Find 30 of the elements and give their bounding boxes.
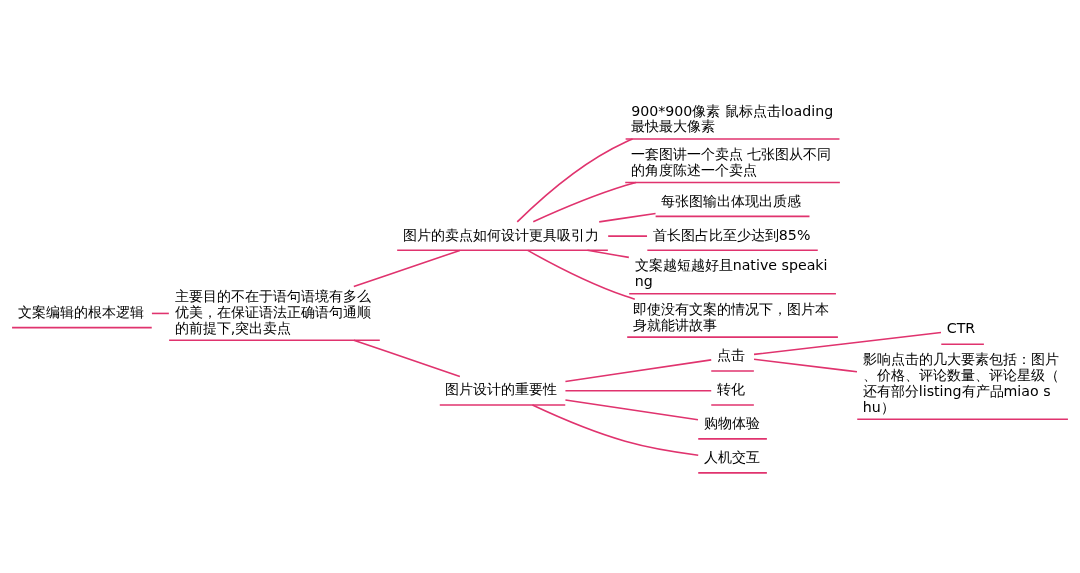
node-text: 一套图讲一个卖点 七张图从不同的角度陈述一个卖点 [630,145,832,178]
node-text: 影响点击的几大要素包括：图片、价格、评论数量、评论星级（还有部分listing有产品miao shu） [862,350,1059,415]
node-text: 文案越短越好且native speaking [634,256,828,289]
node-text: 点击 [716,346,745,363]
node-text: 人机交互 [703,448,760,465]
connector [516,137,634,223]
connector [564,398,699,420]
node-text: 首长图占比至少达到85% [652,226,811,243]
node-text: 图片的卖点如何设计更具吸引力 [402,226,599,243]
connector [532,181,637,223]
connector [607,234,648,237]
connector [353,338,461,377]
node-text: 文案编辑的根本逻辑 [17,303,144,320]
node-text: 购物体验 [703,414,760,431]
connector [564,389,712,392]
connector [586,249,630,258]
node-text: 转化 [716,380,745,397]
connector [531,403,699,456]
node-text: 每张图输出体现出质感 [661,192,802,209]
connector [564,358,712,382]
connector [753,331,942,355]
node-text: 即使没有文案的情况下，图片本身就能讲故事 [632,300,829,333]
node-text: 图片设计的重要性 [445,380,558,397]
node-text: CTR [946,319,976,336]
connector [598,212,657,223]
node-text: 900*900像素 鼠标点击loading最快最大像素 [631,102,834,134]
node-text: 主要目的不在于语句语境有多么优美，在保证语法正确语句通顺的前提下,突出卖点 [174,287,371,336]
connector [753,358,858,373]
connector [353,249,461,287]
connector [526,249,636,300]
